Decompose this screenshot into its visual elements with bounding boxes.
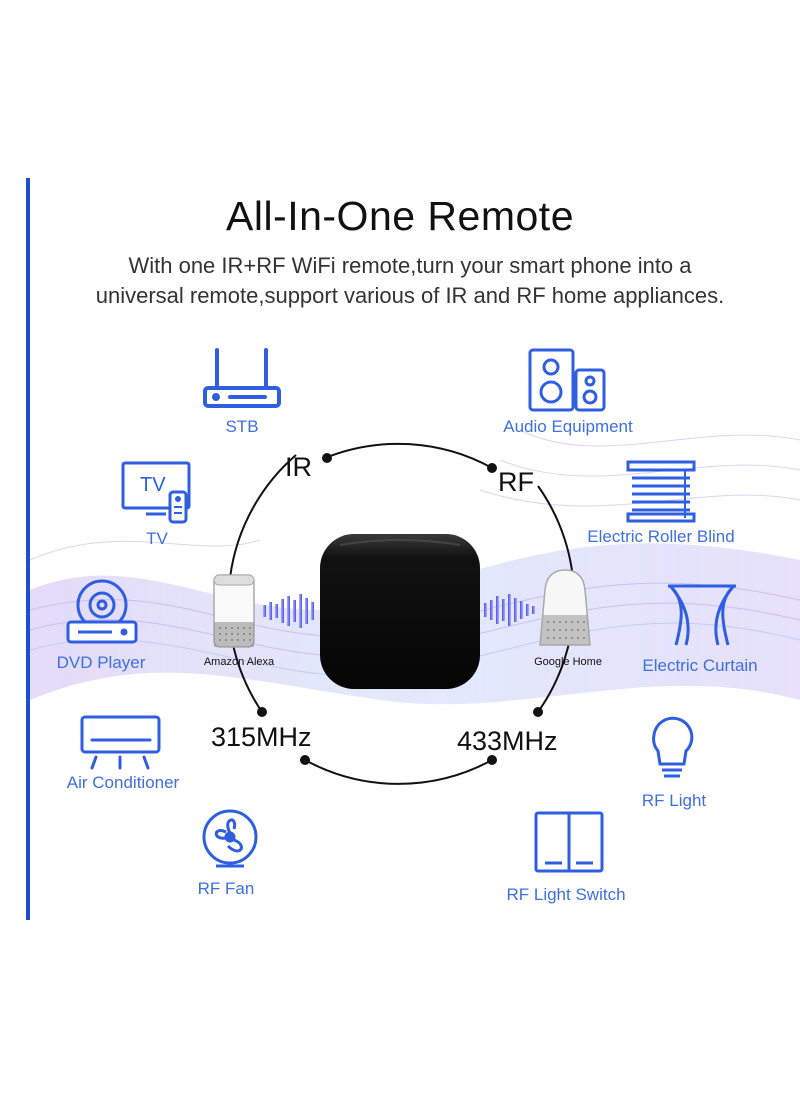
subtitle-line-2: universal remote,support various of IR a… [95, 283, 725, 308]
freq-433-label: 433MHz [457, 726, 558, 756]
stb-label: STB [225, 417, 259, 436]
tv-label: TV [146, 529, 168, 548]
ring-dots [257, 453, 543, 765]
google-home-icon [539, 569, 591, 646]
electric-roller-blind-icon [626, 460, 696, 523]
rf-light-switch-label: RF Light Switch [506, 885, 626, 904]
rf-light-switch-icon [534, 811, 604, 873]
tv-icon: TV [121, 461, 191, 524]
audio-equipment-label: Audio Equipment [503, 417, 633, 436]
tv-icon-text: TV [140, 474, 166, 496]
hub-device [320, 534, 480, 689]
stb-icon [203, 348, 281, 408]
subtitle-line-1: With one IR+RF WiFi remote,turn your sma… [128, 253, 692, 278]
amazon-alexa-icon [213, 574, 255, 648]
sound-bars-right [484, 594, 535, 626]
audio-equipment-icon [528, 348, 606, 412]
amazon-alexa-label: Amazon Alexa [203, 656, 275, 668]
electric-roller-blind-label: Electric Roller Blind [587, 527, 735, 546]
electric-curtain-icon [668, 584, 736, 646]
freq-315-label: 315MHz [211, 722, 312, 752]
dvd-player-icon [66, 579, 138, 644]
rf-light-label: RF Light [641, 791, 707, 810]
rf-fan-icon [202, 809, 258, 868]
left-accent-rule [26, 178, 30, 920]
page-title: All-In-One Remote [225, 193, 574, 239]
ir-label: IR [285, 452, 312, 482]
electric-curtain-label: Electric Curtain [642, 656, 758, 675]
google-home-label: Google Home [534, 656, 602, 668]
rf-light-icon [652, 716, 694, 778]
air-conditioner-icon [80, 715, 161, 770]
dvd-player-label: DVD Player [56, 653, 146, 672]
sound-bars-left [263, 594, 314, 628]
rf-fan-label: RF Fan [197, 879, 255, 898]
air-conditioner-label: Air Conditioner [66, 773, 180, 792]
rf-label: RF [498, 467, 534, 497]
